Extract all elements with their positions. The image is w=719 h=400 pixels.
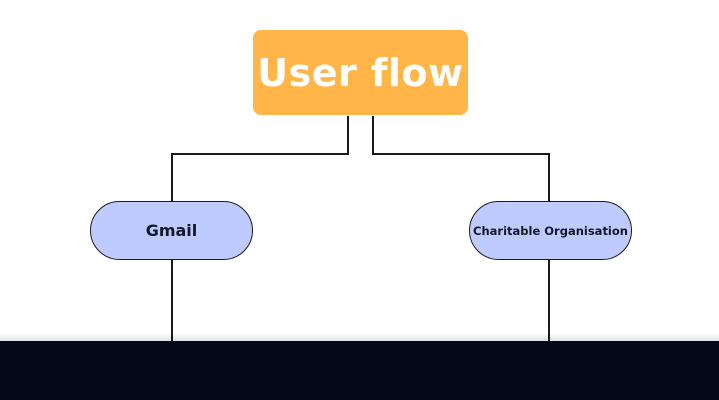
- charitable-organisation-node: Charitable Organisation: [469, 201, 632, 260]
- bottom-bar: [0, 341, 719, 400]
- user-flow-title: User flow: [257, 50, 464, 95]
- charitable-organisation-node-label: Charitable Organisation: [473, 223, 628, 238]
- bottom-bar-shadow: [0, 333, 719, 341]
- connector-to-charitable-organisation: [372, 116, 550, 201]
- gmail-node-label: Gmail: [145, 221, 198, 240]
- user-flow-title-box: User flow: [253, 30, 468, 115]
- connector-to-gmail: [171, 116, 349, 201]
- gmail-node: Gmail: [90, 201, 253, 260]
